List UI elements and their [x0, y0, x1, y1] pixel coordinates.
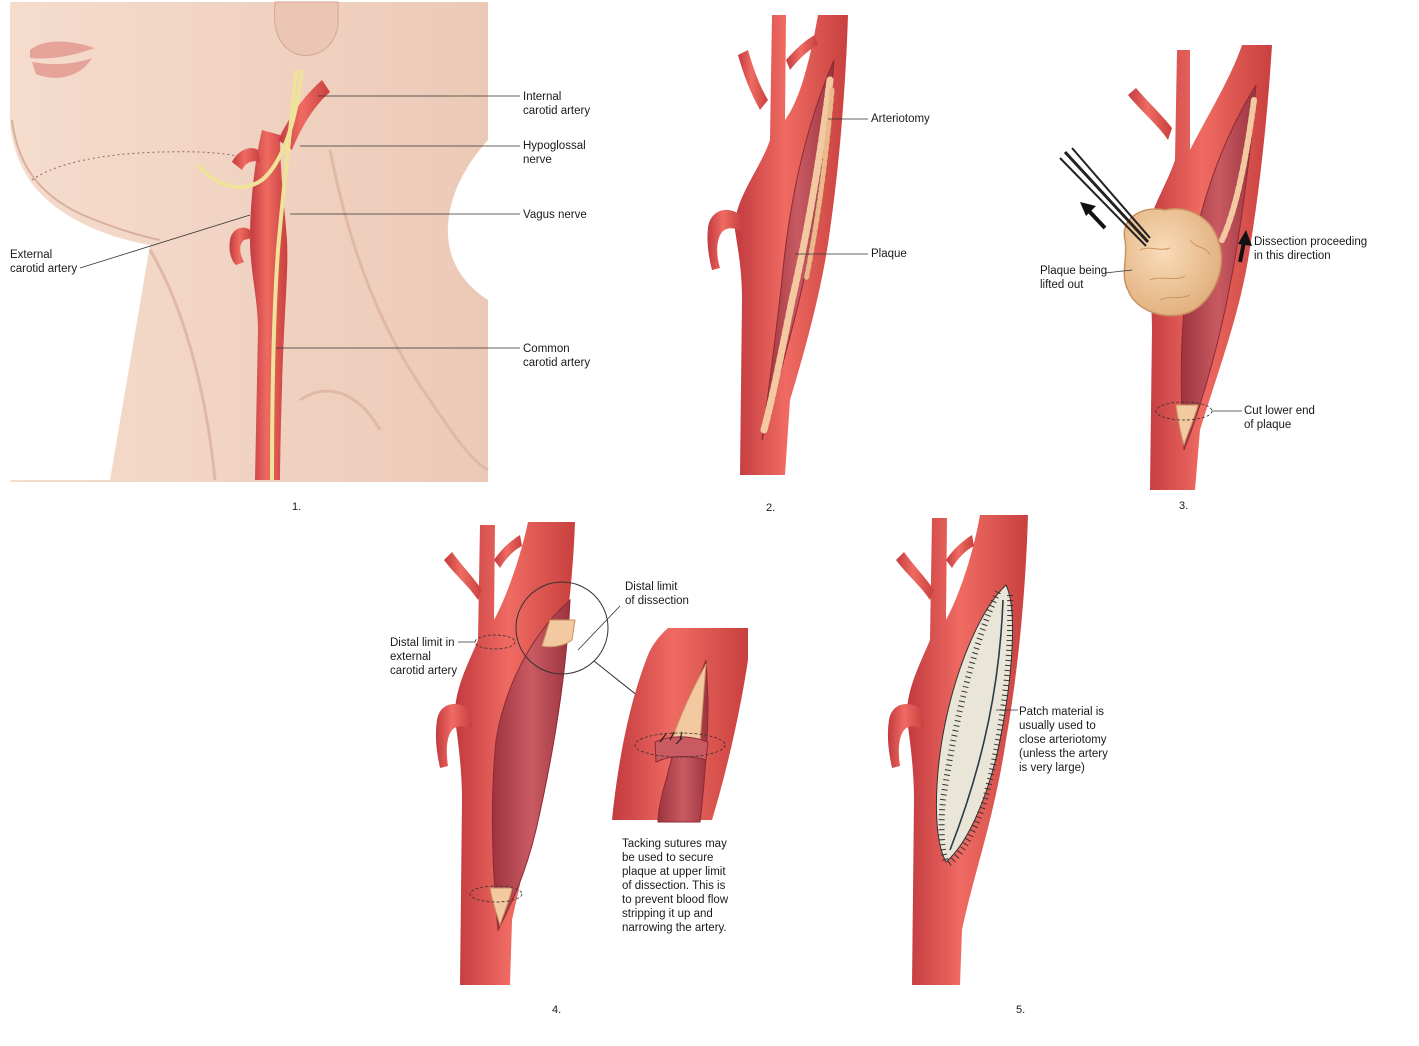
forceps-icon: [1059, 147, 1151, 247]
external-carotid-branch: [229, 227, 252, 265]
label-hypoglossal-nerve: Hypoglossal nerve: [523, 140, 586, 166]
label-common-carotid-artery: Common carotid artery: [523, 343, 591, 369]
panel-2-leader-lines: [795, 118, 868, 255]
label-arteriotomy: Arteriotomy: [871, 113, 930, 125]
arrow-lift-icon: [1080, 202, 1107, 230]
label-dissection-direction: Dissection proceeding in this direction: [1254, 236, 1368, 262]
proximal-limit-ring: [469, 885, 523, 903]
lips: [30, 41, 95, 78]
neck-outline-cutout: [10, 2, 150, 480]
chin-contour: [11, 119, 161, 241]
label-external-carotid-artery: External carotid artery: [10, 249, 78, 275]
label-plaque-lifted-out: Plaque being lifted out: [1040, 265, 1108, 291]
label-internal-carotid-artery: Internal carotid artery: [523, 91, 591, 117]
label-plaque: Plaque: [871, 248, 907, 260]
proximal-plaque-end: [489, 887, 513, 927]
panel-1-leader-lines: [79, 95, 520, 349]
external-distal-limit-ring: [474, 634, 516, 650]
label-distal-limit-dissection: Distal limit of dissection: [625, 581, 689, 607]
panel-3-leader-lines: [1104, 269, 1242, 412]
panel-2-arteriotomy-illustration: [707, 15, 868, 475]
patch-sutures-left: [938, 590, 1001, 863]
panel-number-5: 5.: [1016, 1004, 1026, 1016]
label-vagus-nerve: Vagus nerve: [523, 209, 587, 221]
cut-lower-end-plaque: [1175, 404, 1199, 447]
plaque-edge-right: [803, 87, 835, 283]
panel-4-leader-lines: [458, 605, 621, 651]
magnifier-circle: [515, 581, 609, 675]
small-branch: [707, 209, 742, 270]
open-lumen: [491, 598, 571, 932]
arrow-up-direction-icon: [1238, 230, 1252, 263]
plaque-edge-left: [760, 76, 834, 434]
panel-1-neck-illustration: [10, 1, 520, 482]
hypoglossal-nerve: [196, 69, 304, 190]
panel-number-1: 1.: [292, 501, 302, 513]
panel-4-distal-limit-illustration: [435, 522, 748, 985]
magnified-inset: [612, 628, 748, 823]
panel-number-3: 3.: [1179, 500, 1189, 512]
panel-5-patch-closure-illustration: [887, 515, 1028, 985]
label-distal-limit-external: Distal limit in external carotid artery: [390, 637, 458, 677]
label-tacking-sutures: Tacking sutures may be used to secure pl…: [622, 838, 729, 934]
distal-plaque-end: [541, 619, 576, 648]
tacking-sutures-icon: [659, 731, 683, 745]
label-cut-lower-end: Cut lower end of plaque: [1244, 405, 1315, 431]
panel-number-2: 2.: [766, 502, 776, 514]
common-carotid-artery: [250, 130, 288, 480]
ear: [273, 1, 339, 56]
label-patch-material: Patch material is usually used to close …: [1019, 706, 1108, 774]
panel-3-plaque-removal-illustration: [1059, 45, 1272, 490]
panel-number-4: 4.: [552, 1004, 562, 1016]
